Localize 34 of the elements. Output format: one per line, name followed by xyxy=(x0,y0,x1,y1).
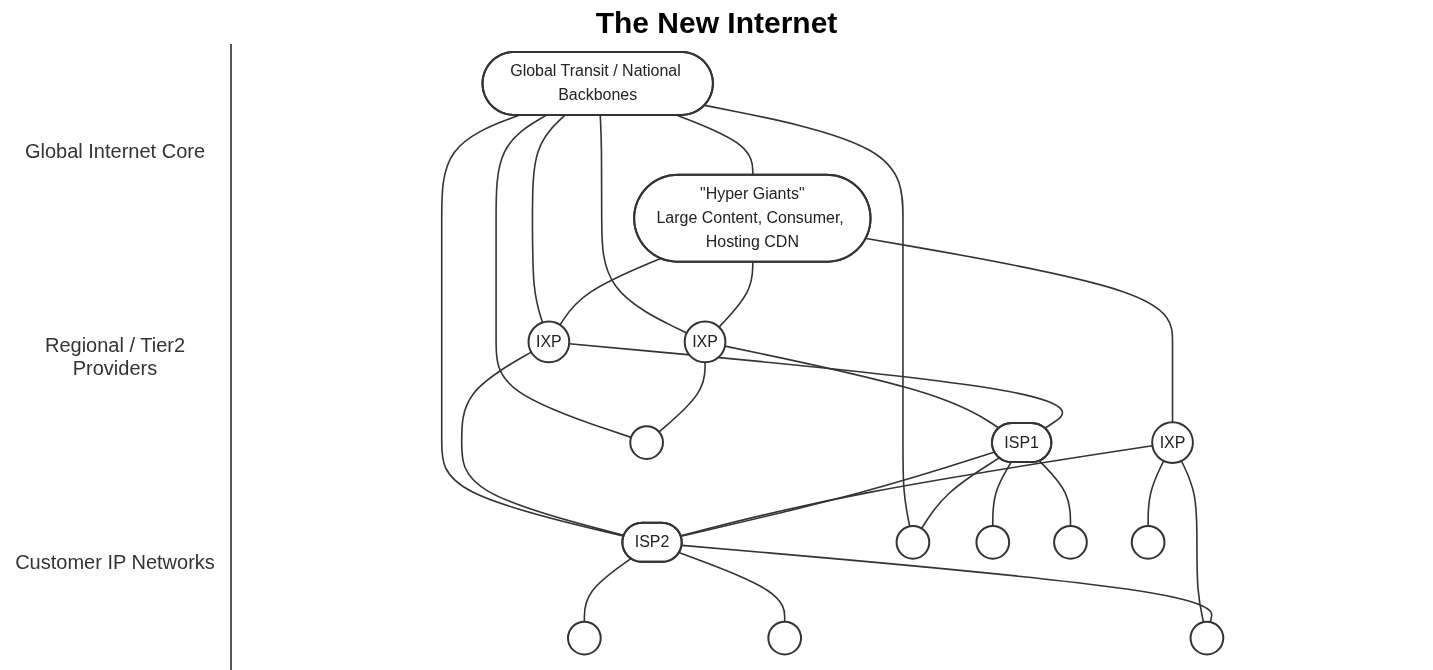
connector xyxy=(583,557,632,623)
connector xyxy=(724,345,1001,430)
connector xyxy=(531,114,566,324)
node-circle xyxy=(1189,620,1225,656)
node-circle: IXP xyxy=(683,320,727,364)
node-circle: IXP xyxy=(527,320,571,364)
connector xyxy=(440,114,625,537)
connector xyxy=(680,451,996,538)
tier-label: Regional / Tier2 Providers xyxy=(43,334,187,380)
connector xyxy=(559,257,662,326)
connector xyxy=(1147,460,1165,527)
connector xyxy=(599,114,688,334)
tier-label: Global Internet Core xyxy=(23,139,207,163)
node-circle xyxy=(629,425,664,460)
connector xyxy=(1038,460,1072,527)
node-circle xyxy=(767,620,803,656)
connector xyxy=(681,544,1213,623)
connector xyxy=(865,237,1174,423)
node-circle xyxy=(895,524,931,560)
connector xyxy=(704,104,911,528)
node-circle xyxy=(567,620,602,656)
connector xyxy=(992,461,1012,527)
diagram-title: The New Internet xyxy=(594,6,839,40)
connector xyxy=(1180,460,1205,623)
connector xyxy=(678,552,786,623)
node-circle xyxy=(1053,524,1088,560)
connector xyxy=(658,361,706,433)
node-circle xyxy=(975,524,1011,560)
connector xyxy=(718,261,754,328)
connector xyxy=(495,114,632,439)
connector xyxy=(920,457,1001,530)
tier-label: Customer IP Networks xyxy=(14,551,216,575)
node-circle xyxy=(1130,524,1166,560)
node-circle: IXP xyxy=(1151,421,1194,464)
